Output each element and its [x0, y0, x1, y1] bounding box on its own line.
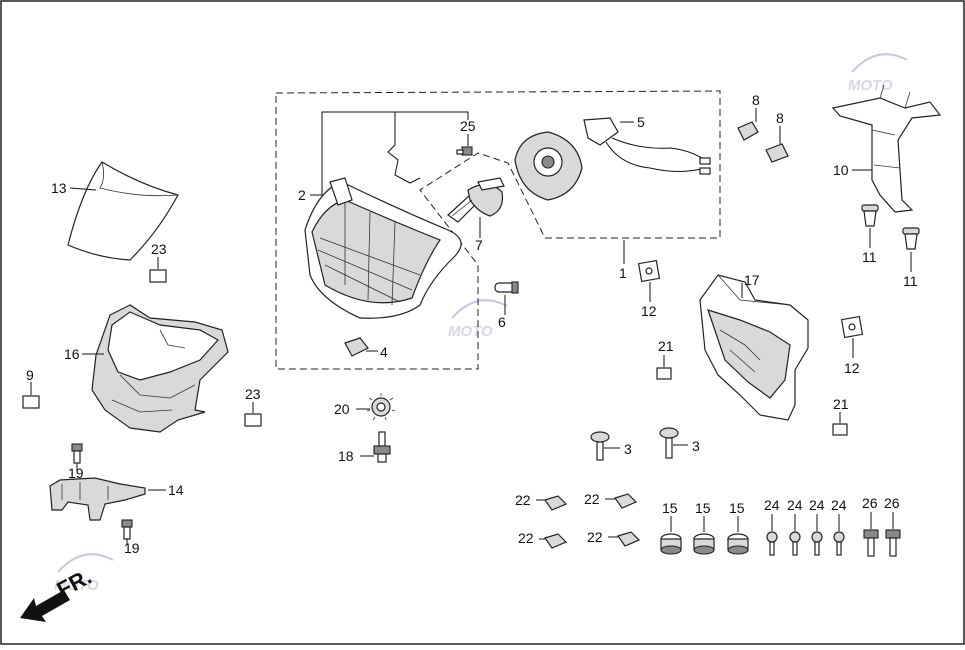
watermark-text: MOTO — [54, 577, 99, 594]
watermark-text: MOTO — [848, 77, 893, 94]
callout-24a: 24 — [764, 497, 780, 513]
callout-12b: 12 — [844, 360, 860, 376]
callout-6: 6 — [498, 314, 506, 330]
screw-24d-part — [833, 531, 845, 556]
callout-18: 18 — [338, 448, 354, 464]
clip-23b-part — [244, 413, 262, 427]
gasket-12b-part — [840, 315, 864, 339]
front-fairing-part — [91, 304, 229, 433]
bolt-26b-part — [885, 529, 901, 557]
gasket-12a-part — [637, 259, 661, 283]
windscreen-part — [67, 161, 179, 261]
screw-25-part — [456, 146, 473, 156]
callout-9: 9 — [26, 367, 34, 383]
screw-24c-part — [811, 531, 823, 556]
nut-4-part — [344, 337, 369, 357]
callout-13: 13 — [51, 180, 67, 196]
clip-9-part — [22, 395, 40, 409]
callout-12a: 12 — [641, 303, 657, 319]
clip-23a-part — [149, 269, 167, 283]
callout-3b: 3 — [692, 438, 700, 454]
headlight-assembly-boundary — [275, 90, 721, 370]
clip-21b-part — [832, 423, 848, 436]
callout-15b: 15 — [695, 500, 711, 516]
grommet-15a-part — [660, 533, 682, 555]
watermark-text: MOTO — [448, 323, 493, 340]
callout-11b: 11 — [903, 273, 918, 289]
callout-26a: 26 — [862, 495, 878, 511]
callout-2: 2 — [298, 187, 306, 203]
clip-8a-part — [737, 121, 759, 141]
callout-8a: 8 — [752, 92, 760, 108]
callout-23b: 23 — [245, 386, 261, 402]
socket-assembly-part — [514, 117, 711, 201]
callout-22c: 22 — [518, 530, 534, 546]
headlight-bulb-part — [447, 177, 505, 223]
callout-16: 16 — [64, 346, 80, 362]
callout-4: 4 — [380, 344, 388, 360]
clip-21a-part — [656, 367, 672, 380]
grommet-11a-part — [861, 204, 879, 227]
screw-24b-part — [789, 531, 801, 556]
stay-bracket-10-part — [831, 84, 942, 213]
callout-7: 7 — [475, 237, 483, 253]
callout-22d: 22 — [587, 529, 603, 545]
callout-24b: 24 — [787, 497, 803, 513]
position-bulb-6-part — [494, 281, 519, 294]
callout-14: 14 — [168, 482, 184, 498]
callout-11a: 11 — [862, 249, 877, 265]
screw-3b-part — [659, 427, 679, 459]
callout-17: 17 — [744, 272, 760, 288]
grommet-15b-part — [693, 533, 715, 555]
nut-22d-part — [617, 531, 641, 547]
watermark-top-right: MOTO — [848, 53, 908, 94]
callout-15c: 15 — [729, 500, 745, 516]
callout-26b: 26 — [884, 495, 900, 511]
nut-22a-part — [544, 495, 568, 511]
callout-19a: 19 — [68, 465, 84, 481]
callout-22b: 22 — [584, 491, 600, 507]
callout-5: 5 — [637, 114, 645, 130]
callout-20: 20 — [334, 401, 350, 417]
callout-3a: 3 — [624, 441, 632, 457]
callout-25: 25 — [460, 118, 476, 134]
headlight-housing-part — [304, 177, 462, 319]
bolt-26a-part — [863, 529, 879, 557]
callout-1: 1 — [619, 265, 627, 281]
callout-22a: 22 — [515, 492, 531, 508]
callout-23a: 23 — [151, 241, 167, 257]
callout-19b: 19 — [124, 540, 140, 556]
callout-10: 10 — [833, 162, 849, 178]
bolt-18-part — [373, 431, 391, 463]
clip-8b-part — [765, 143, 789, 163]
front-direction-indicator — [20, 590, 70, 622]
grommet-15c-part — [727, 533, 749, 555]
grommet-11b-part — [902, 227, 920, 250]
bracket-14-part — [49, 477, 146, 521]
screw-3a-part — [590, 431, 610, 461]
nut-22c-part — [544, 533, 568, 549]
callout-15a: 15 — [662, 500, 678, 516]
bolt-19a-part — [71, 443, 83, 464]
nut-22b-part — [614, 493, 638, 509]
callout-8b: 8 — [776, 110, 784, 126]
watermark-bottom-left: MOTO — [54, 553, 114, 594]
callout-21a: 21 — [658, 338, 674, 354]
callout-21b: 21 — [833, 396, 849, 412]
bolt-19b-part — [121, 519, 133, 540]
callout-24c: 24 — [809, 497, 825, 513]
clip-20-part — [366, 393, 396, 421]
callout-24d: 24 — [831, 497, 847, 513]
headlight-rear-housing-part — [699, 274, 809, 421]
screw-24a-part — [766, 531, 778, 556]
